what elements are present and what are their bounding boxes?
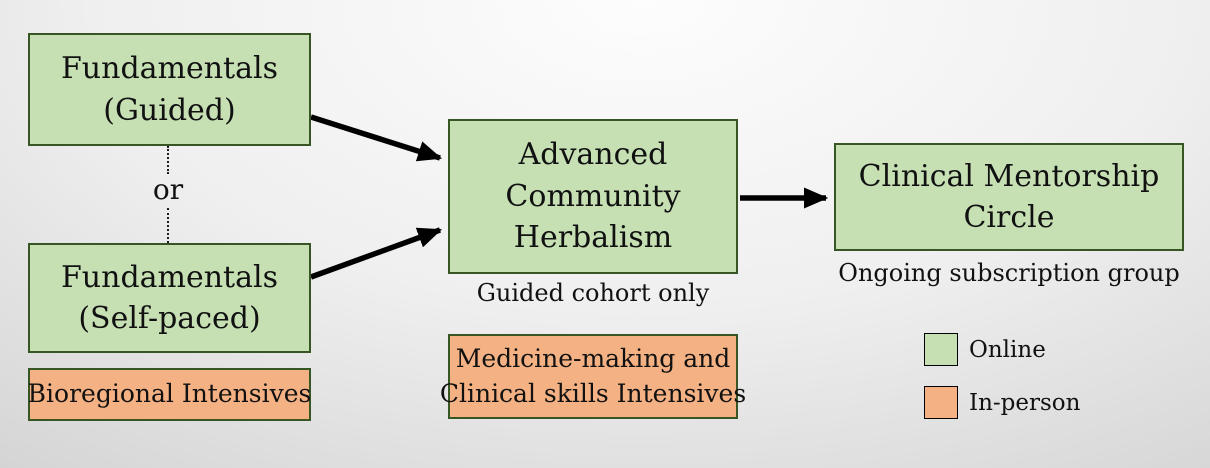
node-fundamentals-guided: Fundamentals (Guided) bbox=[28, 33, 311, 146]
node-clinical-mentorship-circle: Clinical Mentorship Circle bbox=[834, 143, 1184, 251]
or-label: or bbox=[152, 173, 184, 206]
node-label-line: Community bbox=[505, 178, 681, 214]
dotted-line-bottom bbox=[167, 207, 169, 243]
caption-ongoing-subscription-group: Ongoing subscription group bbox=[838, 259, 1180, 287]
node-label-line: Medicine-making and bbox=[455, 344, 731, 373]
node-label-line: Clinical Mentorship bbox=[858, 158, 1160, 194]
node-medicine-clinical-intensives: Medicine-making and Clinical skills Inte… bbox=[440, 334, 746, 419]
node-label-line: Herbalism bbox=[513, 220, 673, 256]
node-fundamentals-self-paced: Fundamentals (Self-paced) bbox=[28, 243, 311, 353]
legend-label-in-person: In-person bbox=[969, 389, 1081, 416]
caption-guided-cohort-only: Guided cohort only bbox=[476, 279, 710, 307]
node-label-line: Advanced bbox=[518, 137, 668, 173]
node-bioregional-intensives: Bioregional Intensives bbox=[28, 368, 311, 421]
legend-swatch-online bbox=[924, 333, 958, 366]
node-label-line: Fundamentals bbox=[60, 259, 278, 295]
node-label-line: Fundamentals bbox=[60, 51, 278, 87]
legend-item-online: Online bbox=[924, 333, 1046, 366]
arrow-selfpaced-to-advanced bbox=[310, 227, 443, 280]
legend-swatch-in-person bbox=[924, 386, 958, 419]
node-advanced-community-herbalism: Advanced Community Herbalism bbox=[448, 119, 738, 274]
legend-label-online: Online bbox=[969, 336, 1046, 363]
node-label-line: Clinical skills Intensives bbox=[439, 378, 747, 408]
node-label-line: (Self-paced) bbox=[78, 301, 261, 336]
or-connector: or bbox=[140, 146, 196, 243]
node-label-line: (Guided) bbox=[103, 92, 236, 128]
node-label-line: Circle bbox=[963, 200, 1055, 235]
legend-item-in-person: In-person bbox=[924, 386, 1080, 419]
node-label-line: Bioregional Intensives bbox=[27, 379, 312, 409]
arrow-guided-to-advanced bbox=[310, 114, 443, 162]
dotted-line-top bbox=[167, 146, 169, 174]
